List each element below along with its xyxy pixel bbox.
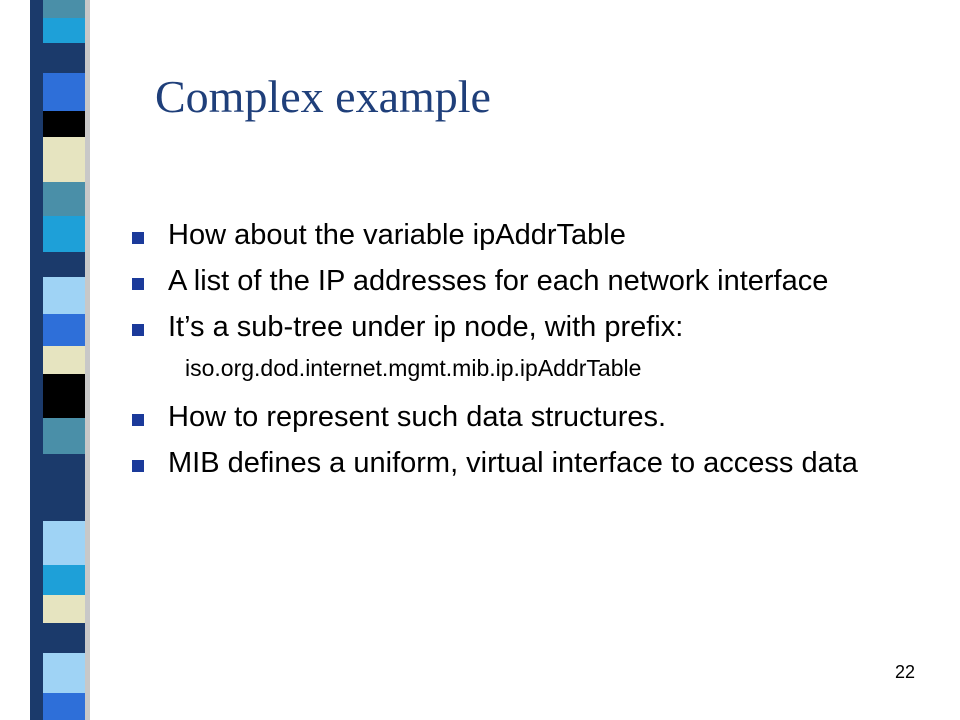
bullet-item: How to represent such data structures. <box>130 400 890 435</box>
stripe-block <box>43 182 85 216</box>
stripe-shadow <box>85 0 90 720</box>
stripe-block <box>43 277 85 314</box>
stripe-block <box>43 73 85 111</box>
bullet-text: How to represent such data structures. <box>168 401 667 433</box>
square-bullet-icon <box>132 324 144 336</box>
stripe-block <box>43 454 85 479</box>
stripe-block <box>43 0 85 18</box>
decorative-stripe-bar <box>30 0 90 720</box>
stripe-block <box>43 137 85 182</box>
square-bullet-icon <box>132 278 144 290</box>
stripe-block <box>43 43 85 73</box>
stripe-block <box>43 693 85 720</box>
stripe-block <box>43 595 85 623</box>
stripe-block <box>43 521 85 565</box>
stripe-block <box>43 346 85 374</box>
bullet-text: It’s a sub-tree under ip node, with pref… <box>168 311 684 343</box>
bullet-item: It’s a sub-tree under ip node, with pref… <box>130 310 890 345</box>
stripe-block <box>43 252 85 277</box>
square-bullet-icon <box>132 414 144 426</box>
square-bullet-icon <box>132 232 144 244</box>
page-number: 22 <box>895 662 916 682</box>
stripe-block <box>43 111 85 137</box>
bullet-text: A list of the IP addresses for each netw… <box>168 265 829 297</box>
bullet-item: How about the variable ipAddrTable <box>130 218 890 253</box>
bullet-item: A list of the IP addresses for each netw… <box>130 264 890 299</box>
stripe-block <box>43 653 85 693</box>
stripe-block <box>43 418 85 454</box>
stripe-block <box>43 216 85 252</box>
stripe-block <box>43 314 85 346</box>
stripe-block <box>43 479 85 521</box>
slide-title: Complex example <box>155 71 491 122</box>
stripe-edge <box>30 0 43 720</box>
square-bullet-icon <box>132 460 144 472</box>
stripe-block <box>43 623 85 653</box>
bullet-text: MIB defines a uniform, virtual interface… <box>168 447 858 479</box>
bullet-list: How about the variable ipAddrTable A lis… <box>130 218 890 492</box>
bullet-item: MIB defines a uniform, virtual interface… <box>130 446 890 481</box>
stripe-block <box>43 374 85 418</box>
stripe-block <box>43 18 85 43</box>
bullet-text: How about the variable ipAddrTable <box>168 219 626 251</box>
stripe-block <box>43 565 85 595</box>
prefix-line: iso.org.dod.internet.mgmt.mib.ip.ipAddrT… <box>185 355 642 381</box>
